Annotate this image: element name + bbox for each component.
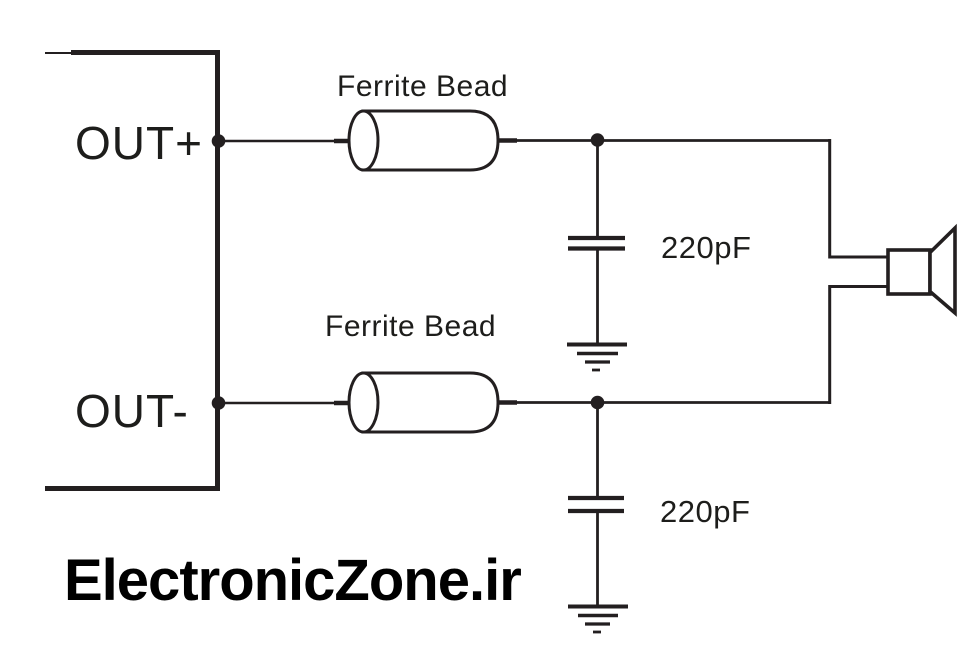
out-plus-net — [218, 138, 888, 259]
ferrite-bead-bottom-endcap — [347, 371, 380, 434]
wire-corner-to-speaker-top — [828, 139, 888, 259]
speaker-driver-box — [886, 248, 932, 296]
speaker-horn — [928, 223, 957, 317]
capacitor-bottom — [568, 403, 624, 606]
ground-symbol-bottom — [568, 604, 628, 634]
capacitor-bottom-value-label: 220pF — [660, 494, 751, 529]
ferrite-bead-bottom-label: Ferrite Bead — [325, 310, 497, 343]
capacitor-top — [568, 140, 625, 344]
ferrite-bead-bottom — [347, 371, 500, 434]
junction-dots — [211, 133, 605, 410]
speaker-icon — [886, 223, 957, 317]
wire-corner-to-speaker-bottom — [828, 285, 888, 404]
out-plus-label: OUT+ — [75, 117, 203, 169]
ferrite-bead-bottom-body — [361, 371, 500, 434]
junction-dot-top-node — [590, 133, 605, 147]
amplifier-outline — [45, 50, 220, 491]
ferrite-bead-top-endcap — [347, 109, 380, 172]
out-minus-net — [218, 285, 888, 406]
capacitor-top-value-label: 220pF — [661, 230, 752, 265]
junction-dot-bottom-node — [590, 395, 605, 410]
out-minus-label: OUT- — [75, 385, 189, 437]
junction-dot-out-plus — [211, 134, 226, 148]
watermark-text: ElectronicZone.ir — [64, 548, 522, 613]
junction-dot-out-minus — [211, 396, 226, 410]
ferrite-bead-top-body — [361, 109, 500, 172]
ferrite-bead-top-label: Ferrite Bead — [337, 70, 509, 103]
ground-symbol-top — [567, 342, 627, 372]
ferrite-bead-top — [347, 109, 500, 172]
